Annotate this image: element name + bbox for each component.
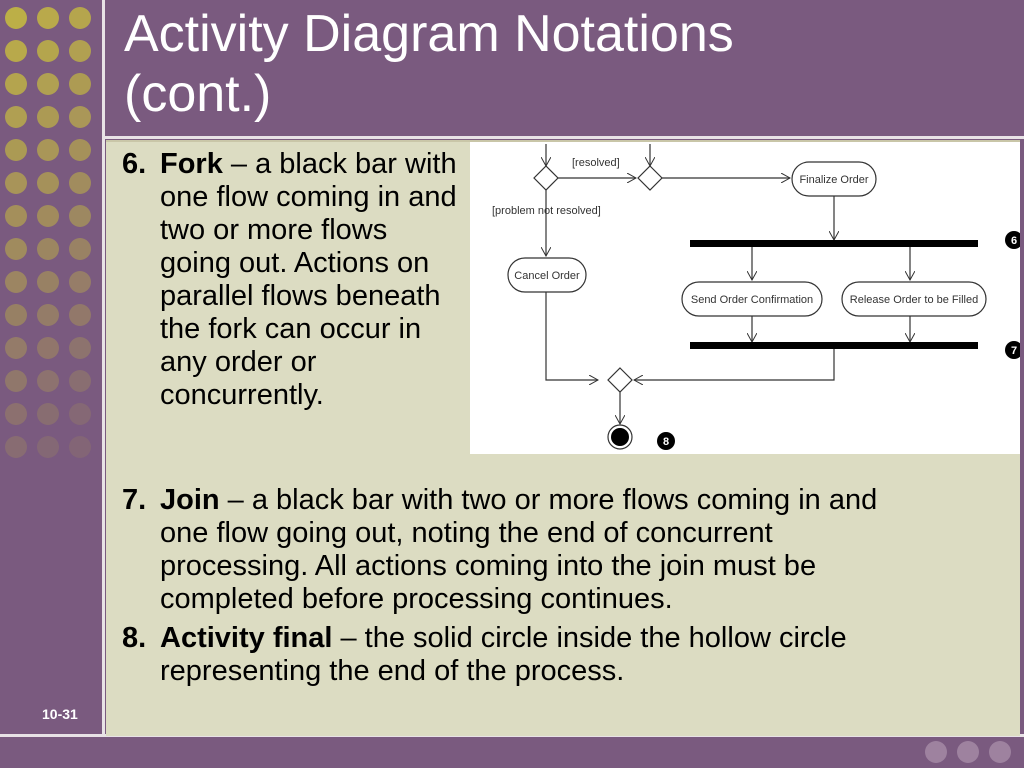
decorative-dot	[5, 304, 27, 326]
decorative-dot	[37, 271, 59, 293]
decorative-dot	[69, 106, 91, 128]
decorative-dot	[5, 337, 27, 359]
item-term: Fork	[160, 148, 223, 180]
decorative-dot	[37, 304, 59, 326]
decorative-dot	[69, 139, 91, 161]
decorative-dot	[69, 370, 91, 392]
marker-join-7: 7	[1005, 341, 1023, 359]
merge-node	[637, 165, 663, 191]
item-description: – a black bar with two or more flows com…	[160, 484, 878, 615]
decorative-dot	[37, 337, 59, 359]
decorative-dot	[69, 304, 91, 326]
decorative-dot	[37, 139, 59, 161]
decorative-dot	[37, 205, 59, 227]
item-description: – a black bar with one flow coming in an…	[160, 148, 457, 411]
decorative-dot	[5, 205, 27, 227]
label-finalize-order: Finalize Order	[799, 174, 868, 186]
decorative-dot	[5, 172, 27, 194]
item-term: Join	[160, 484, 220, 516]
bottom-bar	[0, 736, 1024, 768]
decorative-dot	[37, 106, 59, 128]
item-description: – the solid circle inside the hollow cir…	[160, 622, 847, 687]
decorative-dot	[5, 238, 27, 260]
decision-node	[533, 165, 559, 191]
decorative-dot	[37, 7, 59, 29]
decorative-dot	[37, 403, 59, 425]
decorative-dot	[5, 73, 27, 95]
decorative-dot	[5, 7, 27, 29]
title-line-1: Activity Diagram Notations	[124, 5, 734, 63]
action-cancel-order	[507, 257, 587, 293]
title-bar	[104, 0, 1024, 138]
activity-final-inner	[611, 428, 629, 446]
left-decorative-band	[0, 0, 104, 768]
decorative-dot	[957, 741, 979, 763]
diagram-svg: [resolved] [problem not resolved] Finali…	[492, 144, 1023, 450]
decorative-dot	[37, 40, 59, 62]
label-cancel-order: Cancel Order	[514, 270, 580, 282]
flow-join-to-merge	[634, 348, 835, 380]
decorative-dot	[37, 370, 59, 392]
decorative-dot	[69, 7, 91, 29]
decorative-dot	[69, 238, 91, 260]
marker-final-label: 8	[663, 436, 669, 448]
decorative-dot	[5, 139, 27, 161]
marker-fork-label: 6	[1011, 235, 1017, 247]
decorative-dot	[69, 403, 91, 425]
decorative-dot	[37, 73, 59, 95]
item-number: 6.	[122, 148, 147, 180]
item-fork: 6. Fork – a black bar with one flow comi…	[122, 148, 462, 412]
slide-title: Activity Diagram Notations (cont.)	[124, 4, 734, 124]
decorative-dot	[69, 40, 91, 62]
title-line-2: (cont.)	[124, 65, 272, 123]
decorative-dot	[69, 73, 91, 95]
fork-bar	[690, 240, 978, 247]
marker-fork-6: 6	[1005, 231, 1023, 249]
decorative-dot	[5, 403, 27, 425]
decorative-dot	[69, 271, 91, 293]
item-number: 8.	[122, 622, 147, 654]
decorative-dot	[5, 436, 27, 458]
guard-resolved: [resolved]	[572, 157, 620, 169]
decorative-dot	[5, 40, 27, 62]
decorative-dot	[925, 741, 947, 763]
decorative-dot	[69, 172, 91, 194]
decorative-dot	[37, 238, 59, 260]
slide-number: 10-31	[42, 706, 78, 722]
item-join-and-final: 7. Join – a black bar with two or more f…	[122, 484, 922, 688]
decorative-dot	[69, 436, 91, 458]
decorative-dot	[69, 205, 91, 227]
item-number: 7.	[122, 484, 147, 516]
decorative-dot	[37, 436, 59, 458]
decorative-dot	[69, 337, 91, 359]
action-release-order	[841, 281, 987, 317]
decorative-dot	[5, 370, 27, 392]
label-release-order: Release Order to be Filled	[850, 294, 978, 306]
marker-final-8: 8	[657, 432, 675, 450]
decorative-dot	[5, 106, 27, 128]
join-bar	[690, 342, 978, 349]
decorative-dot	[5, 271, 27, 293]
guard-problem-not-resolved: [problem not resolved]	[492, 205, 601, 217]
activity-diagram: [resolved] [problem not resolved] Finali…	[470, 142, 1023, 454]
frame-line-vertical	[102, 0, 105, 736]
flow-cancel-to-merge	[545, 292, 598, 380]
final-merge-node	[607, 367, 633, 393]
marker-join-label: 7	[1011, 345, 1017, 357]
decorative-dot	[37, 172, 59, 194]
item-term: Activity final	[160, 622, 333, 654]
label-send-order-confirmation: Send Order Confirmation	[691, 294, 813, 306]
frame-line-top	[102, 136, 1024, 139]
decorative-dot	[989, 741, 1011, 763]
